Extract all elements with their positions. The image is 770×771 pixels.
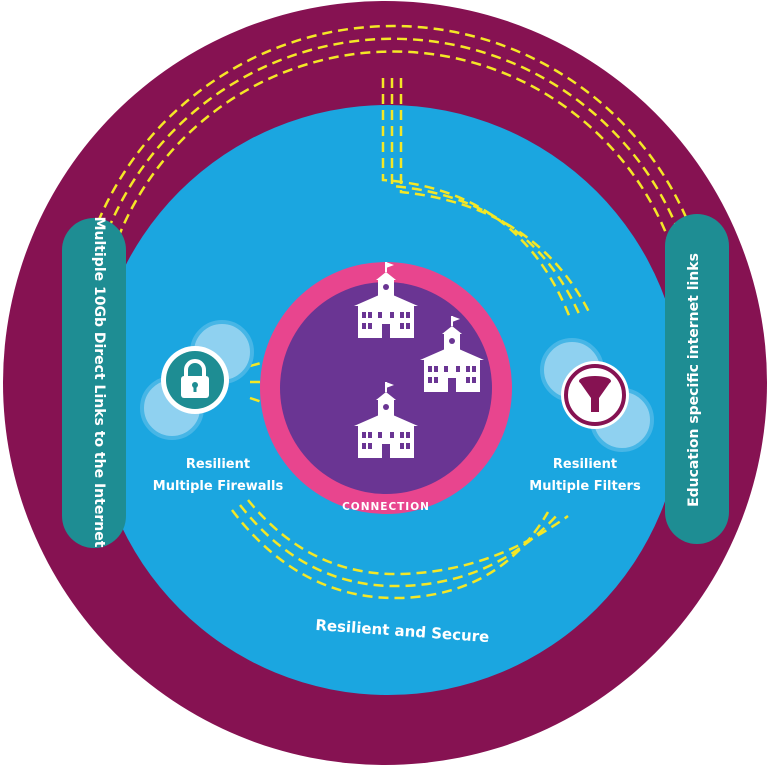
right-pill-label: Education specific internet links [686, 253, 702, 507]
network-links [96, 24, 690, 600]
left-link-pill: Multiple 10Gb Direct Links to the Intern… [62, 217, 126, 548]
firewalls-label-line2: Multiple Firewalls [153, 479, 284, 494]
firewalls-label-line1: Resilient [186, 457, 250, 472]
firewall-cluster [140, 320, 254, 440]
right-link-pill: Education specific internet links [665, 214, 729, 544]
funnel-icon [561, 361, 629, 429]
filters-label-line1: Resilient [553, 457, 617, 472]
padlock-icon [161, 346, 229, 414]
connection-label: CONNECTION [342, 501, 430, 513]
filters-label-line2: Multiple Filters [529, 479, 641, 494]
left-pill-label: Multiple 10Gb Direct Links to the Intern… [91, 217, 107, 548]
filter-cluster [540, 338, 654, 452]
